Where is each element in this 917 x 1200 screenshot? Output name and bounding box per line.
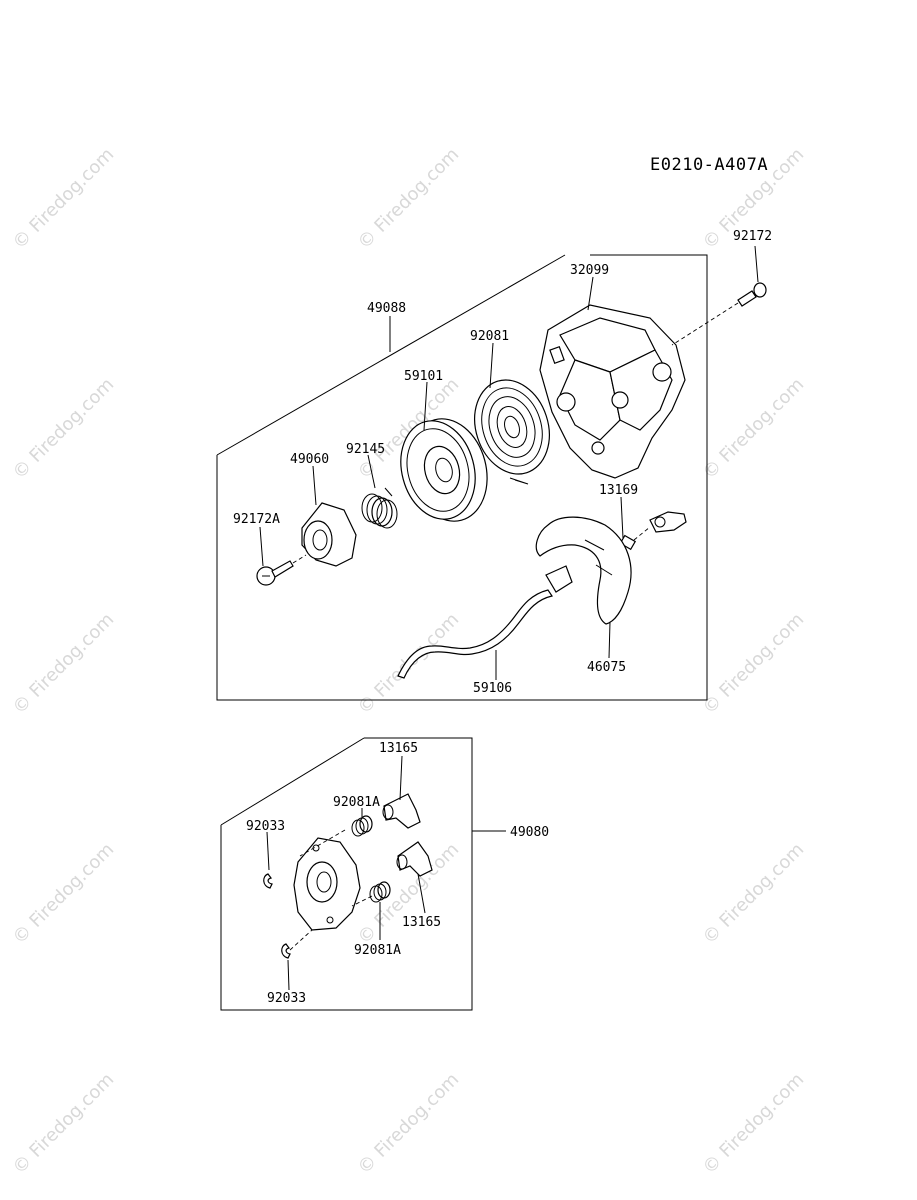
handle-part	[535, 516, 632, 625]
lower-clip-bottom-part	[281, 943, 291, 959]
label-92145: 92145	[346, 442, 385, 457]
watermark: © Firedog.com	[699, 839, 809, 949]
watermark: © Firedog.com	[354, 144, 464, 254]
lower-spring-top-part	[351, 815, 373, 837]
label-92081A-top: 92081A	[333, 795, 380, 810]
assembly-frame-lower	[220, 737, 473, 1011]
lower-leader-lines	[266, 755, 426, 991]
label-92033-top: 92033	[246, 819, 285, 834]
label-59106: 59106	[473, 681, 512, 696]
frame-diagonal	[216, 254, 566, 456]
lower-pawl-bottom-part	[396, 841, 433, 877]
label-49080: 49080	[510, 825, 549, 840]
watermark: © Firedog.com	[9, 609, 119, 719]
assembly-line	[299, 829, 346, 857]
rope-stopper-part	[619, 511, 687, 551]
lower-clip-top-part	[263, 873, 273, 889]
ratchet-screw-part	[256, 554, 307, 586]
label-92081A-bottom: 92081A	[354, 943, 401, 958]
watermark: © Firedog.com	[9, 374, 119, 484]
watermark: © Firedog.com	[9, 1069, 119, 1179]
label-49088: 49088	[367, 301, 406, 316]
frame-diagonal-lower	[220, 737, 365, 826]
ratchet-part	[301, 502, 357, 567]
assembly-frame-upper	[216, 254, 708, 701]
label-13165-top: 13165	[379, 741, 418, 756]
watermark: © Firedog.com	[9, 144, 119, 254]
rope-part	[397, 589, 553, 679]
watermark: © Firedog.com	[354, 1069, 464, 1179]
small-spring-part	[361, 487, 398, 529]
watermark: © Firedog.com	[699, 609, 809, 719]
pulley-part	[400, 418, 488, 522]
recoil-spring-part	[474, 379, 550, 485]
assembly-line	[289, 929, 313, 951]
housing-part	[539, 304, 686, 479]
assembly-line	[351, 895, 373, 907]
watermark: © Firedog.com	[9, 839, 119, 949]
label-59101: 59101	[404, 369, 443, 384]
diagram-id: E0210-A407A	[650, 155, 768, 175]
screw-part	[671, 282, 767, 346]
label-92172A: 92172A	[233, 512, 280, 527]
label-92081: 92081	[470, 329, 509, 344]
lower-spring-bottom-part	[369, 881, 391, 903]
label-92172: 92172	[733, 229, 772, 244]
label-46075: 46075	[587, 660, 626, 675]
label-13169: 13169	[599, 483, 638, 498]
watermark: © Firedog.com	[699, 374, 809, 484]
label-49060: 49060	[290, 452, 329, 467]
label-32099: 32099	[570, 263, 609, 278]
upper-assembly: 49088 32099 92172 92081 59101 92145 4906…	[216, 229, 772, 701]
lower-ratchet-part	[293, 837, 361, 931]
label-92033-bottom: 92033	[267, 991, 306, 1006]
label-13165-bottom: 13165	[402, 915, 441, 930]
upper-leader-lines	[259, 245, 759, 680]
watermark: © Firedog.com	[699, 1069, 809, 1179]
lower-assembly: 13165 92081A 92033 49080 13165 92081A 92…	[220, 737, 549, 1011]
lower-pawl-top-part	[382, 793, 421, 829]
